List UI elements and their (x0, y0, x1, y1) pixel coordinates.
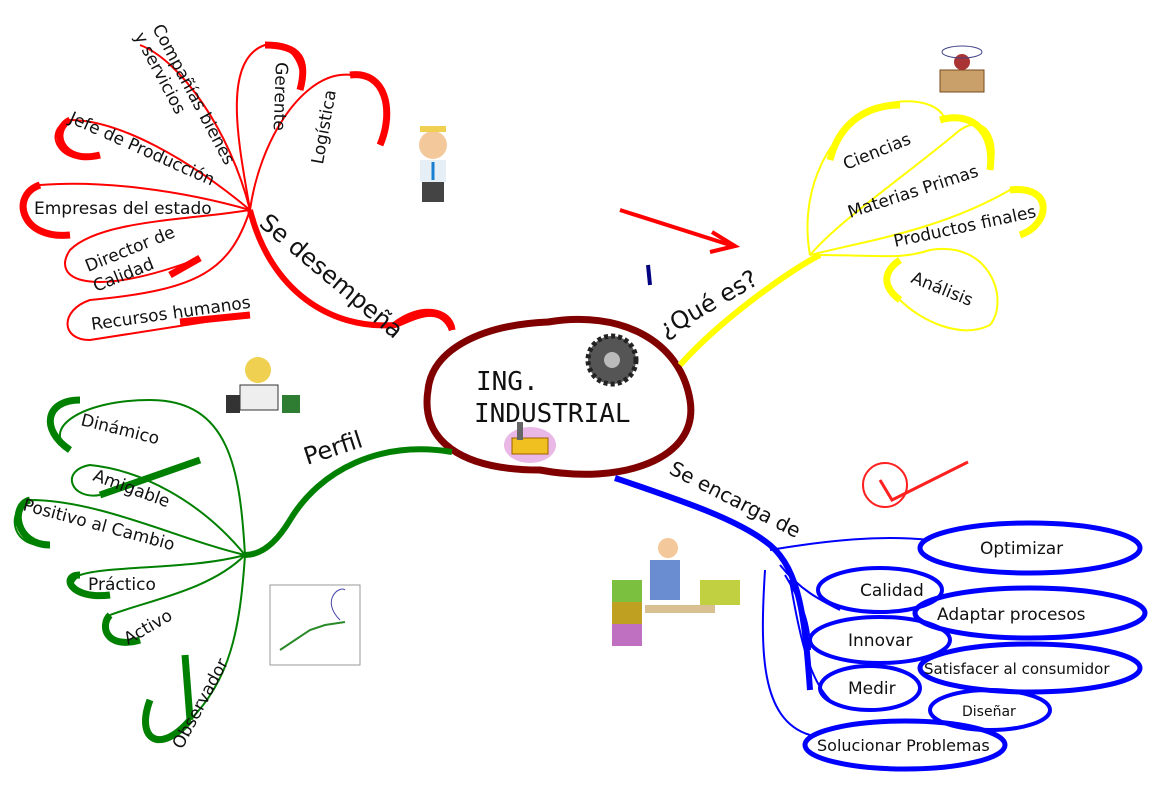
item-productos-finales: Productos finales (892, 202, 1038, 252)
item-ciencias: Ciencias (840, 129, 914, 174)
item-calidad: Calidad (860, 581, 924, 601)
node-solucionar (802, 718, 1008, 772)
node-satisfacer (917, 641, 1143, 695)
businessman-icon (419, 126, 447, 202)
tomato-check-icon (862, 460, 969, 508)
item-innovar: Innovar (848, 631, 912, 651)
item-recursos-humanos: Recursos humanos (90, 293, 252, 335)
branch-label-se-encarga: Se encarga de (666, 456, 805, 543)
gear-icon (585, 333, 639, 387)
item-analisis: Análisis (908, 268, 976, 311)
branch-perfil: Perfil Dinámico Amigable Positivo al Cam… (13, 357, 453, 752)
graph-icon (269, 584, 361, 666)
node-innovar (808, 615, 952, 665)
item-adaptar-procesos: Adaptar procesos (937, 605, 1086, 625)
vendor-icon (612, 538, 740, 646)
central-node-outline (423, 315, 695, 478)
branch-se-desempena: Se desempeña Compañías bienes y servicio… (19, 21, 456, 344)
factory-icon (504, 422, 556, 463)
center-title-line2: INDUSTRIAL (474, 399, 631, 429)
item-optimizar: Optimizar (980, 539, 1063, 559)
engineer-icon (226, 357, 300, 413)
item-disenar: Diseñar (962, 704, 1016, 720)
red-arrow-head-icon (709, 230, 741, 254)
node-medir (818, 664, 922, 712)
books-science-icon (939, 45, 985, 93)
branch-que-es: ¿Qué es? Ciencias Materias Primas Produc… (619, 45, 1047, 367)
item-medir: Medir (848, 679, 896, 699)
item-dinamico: Dinámico (79, 410, 162, 449)
item-observador: Observador (169, 655, 233, 752)
central-node: ING. INDUSTRIAL (423, 315, 695, 478)
branch-label-se-desempena: Se desempeña (254, 208, 409, 344)
item-satisfacer: Satisfacer al consumidor (924, 660, 1110, 678)
node-adaptar (912, 585, 1148, 641)
item-jefe-produccion: Jefe de Producción (65, 108, 218, 191)
item-logistica: Logística (308, 88, 341, 165)
item-empresas-estado: Empresas del estado (34, 199, 212, 219)
branch-se-encarga: Se encarga de Optimizar Calidad Adaptar … (612, 456, 1148, 772)
red-arrow-icon (619, 208, 731, 247)
node-calidad (816, 566, 944, 614)
item-activo: Activo (121, 606, 176, 650)
blue-mark-icon (646, 264, 652, 286)
item-solucionar-problemas: Solucionar Problemas (817, 736, 990, 755)
center-title-line1: ING. (476, 367, 539, 397)
item-gerente: Gerente (269, 62, 291, 131)
node-optimizar (917, 520, 1143, 576)
item-practico: Práctico (88, 575, 156, 595)
